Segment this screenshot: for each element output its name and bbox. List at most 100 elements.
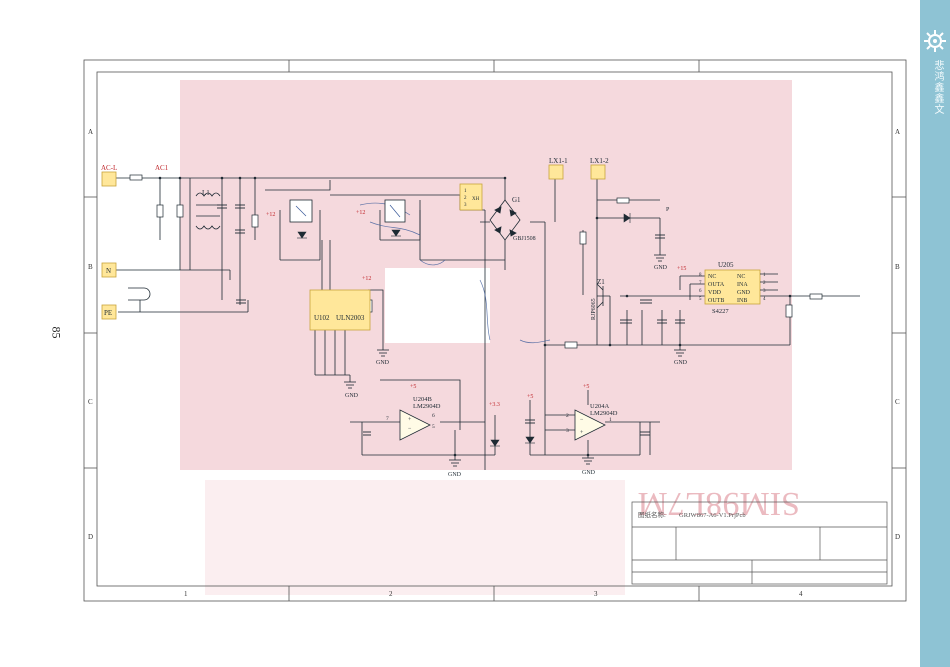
row-label: A <box>895 128 900 136</box>
pin-number: 5 <box>432 424 435 430</box>
ic-pin: OUTA <box>708 282 725 288</box>
connector-label: LX1-2 <box>590 157 609 165</box>
gnd-symbol <box>654 254 666 262</box>
pad-ac-l <box>101 171 117 187</box>
pin-number: 8 <box>699 273 702 278</box>
gnd-label: GND <box>345 393 359 399</box>
gnd-label: GND <box>654 265 668 271</box>
opamp-plus: + <box>408 417 412 423</box>
power-label: +5 <box>527 394 533 400</box>
pad-lx1-1 <box>548 164 564 180</box>
drawing-frame <box>83 59 907 602</box>
relay-2-mark <box>389 204 401 218</box>
relay-connector-pins: 1 2 3 XH <box>464 189 480 208</box>
gnd-symbol <box>582 457 594 465</box>
ic-pin: OUTB <box>708 298 724 304</box>
inductor-l1 <box>195 192 221 230</box>
column-label: 2 <box>389 590 393 598</box>
gnd-symbol <box>674 349 686 357</box>
ground-symbols <box>344 254 686 467</box>
pad-text: N <box>106 267 111 275</box>
connector-label: AC-L <box>101 164 117 172</box>
faded-background-lower <box>205 480 625 595</box>
gnd-label: GND <box>376 360 390 366</box>
gnd-labels: GND GND GND GND GND GND <box>345 265 688 478</box>
row-label: A <box>88 128 93 136</box>
opamp-part: LM2904D <box>413 403 441 410</box>
blank-area <box>385 268 490 343</box>
ic-part: S4227 <box>712 308 729 315</box>
opamp-u204b <box>399 409 431 441</box>
u205-pin-names: NC OUTA VDD OUTB NC INA GND INB <box>708 274 751 304</box>
ic-pin: NC <box>737 274 745 280</box>
row-label: B <box>88 263 93 271</box>
ic-pin: NC <box>708 274 716 280</box>
pad-lx1-2 <box>590 164 606 180</box>
gnd-symbol <box>449 459 461 467</box>
connector-pad-text: N PE <box>104 267 112 317</box>
gnd-label: GND <box>674 360 688 366</box>
row-label: C <box>895 398 900 406</box>
frame-labels: 1 2 3 4 A B C D A B C D <box>88 128 900 598</box>
power-label: +15 <box>677 266 686 272</box>
row-label: D <box>88 533 93 541</box>
capacitors <box>217 204 685 436</box>
connector-label: LX1-1 <box>549 157 568 165</box>
power-rail-labels: +15 +5 +5 +5 +3.3 <box>410 266 686 408</box>
pin-number: 1 <box>763 273 766 278</box>
connector-pin: 2 <box>464 196 467 201</box>
pin-number: 6 <box>699 289 702 294</box>
bridge-rectifier-g1 <box>489 199 521 241</box>
gnd-label: GND <box>448 472 462 478</box>
column-label: 3 <box>594 590 598 598</box>
power-label: +12 <box>362 276 371 282</box>
gnd-label: GND <box>582 470 596 476</box>
drawing-name: GRJW867-A6-V1.PrjPcb <box>679 512 746 519</box>
opamp-u204a <box>574 409 606 441</box>
pin-number: 7 <box>699 281 702 286</box>
column-label: 4 <box>799 590 803 598</box>
pe-loop-symbol <box>128 287 151 301</box>
ic-pin: INB <box>737 298 747 304</box>
pin-number: 3 <box>566 428 569 434</box>
relay-1-mark <box>295 205 307 217</box>
opamp-minus: − <box>580 417 584 423</box>
blue-nets <box>359 202 551 344</box>
connector-pin: 1 <box>464 189 467 194</box>
power-label: +5 <box>583 384 589 390</box>
bridge-part: GBJ1508 <box>513 236 536 242</box>
ic-part: ULN2003 <box>336 314 365 322</box>
pin-number: 5 <box>699 297 702 302</box>
u204a-pins: 2 3 1 <box>566 413 612 434</box>
pin-number: 4 <box>763 297 766 302</box>
pad-text: PE <box>104 309 112 317</box>
connector-pads <box>101 164 606 320</box>
junction-dots <box>158 176 792 457</box>
title-label: 图纸名称: <box>638 510 666 519</box>
title-block <box>631 501 888 585</box>
side-panel-text: 悲鸿鑫鑫文 <box>932 60 943 115</box>
pad-n <box>101 262 117 278</box>
ic-u102 <box>309 289 371 331</box>
opamp-label: U204A <box>590 403 609 410</box>
igbt-label: Z1 <box>597 278 605 286</box>
row-label: C <box>88 398 93 406</box>
pin-number: 7 <box>386 416 389 422</box>
pin-number: 6 <box>432 413 435 419</box>
ic-pin: GND <box>737 290 751 296</box>
bridge-label: G1 <box>512 196 521 204</box>
gear-snowflake-icon <box>924 30 946 52</box>
row-label: D <box>895 533 900 541</box>
igbt-z1 <box>596 283 604 309</box>
side-strip <box>920 0 950 667</box>
relay-connector-box <box>459 183 483 211</box>
watermark-text: SIM98L7M <box>638 485 800 522</box>
diodes <box>297 213 631 447</box>
column-label: 1 <box>184 590 188 598</box>
opamp-label: U204B <box>413 396 432 403</box>
u205-pin-numbers: 8 7 6 5 1 2 3 4 <box>699 273 766 302</box>
ic-u205 <box>704 269 761 305</box>
inductor-label: L1 <box>202 189 210 197</box>
pin-number: 2 <box>763 281 766 286</box>
